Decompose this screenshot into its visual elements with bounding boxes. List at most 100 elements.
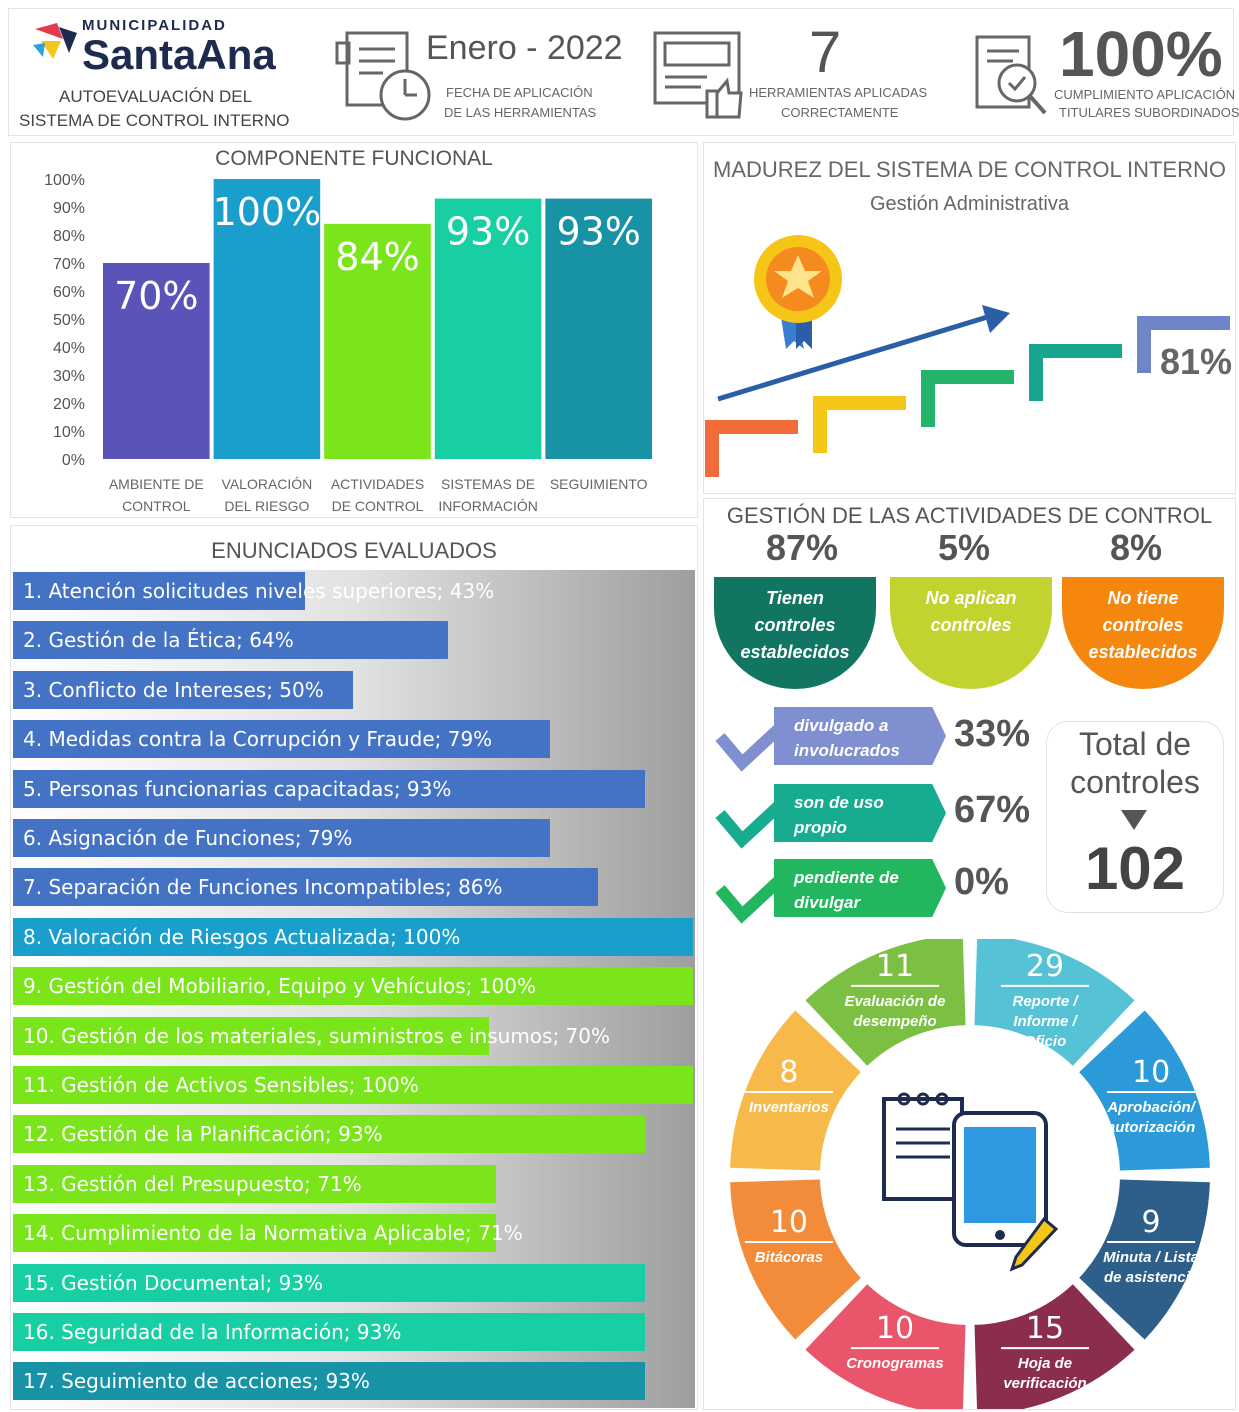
check-item-2: son de uso propio [714,784,946,849]
x-tick-label: SISTEMAS DE [441,476,535,492]
enunciado-label: 3. Conflicto de Intereses; 50% [23,677,324,702]
donut-category-label: Informe / [1013,1013,1078,1030]
donut-category-label: Inventarios [749,1099,829,1116]
check-text-2: son de uso propio [794,793,884,837]
enunciado-label: 16. Seguridad de la Información; 93% [23,1320,402,1344]
madurez-panel: MADUREZ DEL SISTEMA DE CONTROL INTERNO G… [703,142,1236,494]
x-tick-label: AMBIENTE DE [109,476,204,492]
maturity-step [921,370,1014,427]
total-value: 102 [1084,835,1186,902]
donut-value-label: 11 [876,949,914,984]
down-arrow-icon [1121,810,1147,830]
subtitle-line2: SISTEMA DE CONTROL INTERNO [19,111,290,130]
enunciado-label: 8. Valoración de Riesgos Actualizada; 10… [23,924,461,949]
donut-category-label: de asistencia [1104,1269,1198,1286]
donut-category-label: Cronogramas [846,1355,944,1372]
bar-value-label: 70% [114,274,198,318]
blob-text-3: No tiene controles establecidos [1088,588,1198,662]
calendar-document-icon [335,31,431,121]
total-controles-box: Total de controles 102 [1046,721,1224,913]
enunciado-bar: 2. Gestión de la Ética; 64% [13,621,449,660]
donut-slice [730,1179,861,1340]
madurez-value: 81% [1160,341,1233,382]
donut-slice [805,939,966,1066]
enunciado-label: 6. Asignación de Funciones; 79% [23,826,353,850]
donut-value-label: 10 [770,1205,808,1240]
enunciado-bar: 11. Gestión de Activos Sensibles; 100% [13,1066,693,1104]
total-label1: Total de [1078,726,1192,762]
bar [103,263,210,459]
bar-value-label: 93% [556,210,640,254]
check-item-3: pendiente de divulgar [714,859,946,924]
y-tick-label: 60% [53,284,85,301]
enunciado-label: 15. Gestión Documental; 93% [23,1270,324,1295]
x-tick-label: SEGUIMIENTO [550,476,648,492]
enunciado-bar: 16. Seguridad de la Información; 93% [13,1313,646,1351]
y-tick-label: 0% [62,452,85,469]
thumbs-up-document-icon [653,31,743,119]
enunciado-bar: 6. Asignación de Funciones; 79% [13,819,551,857]
enunciados-panel: ENUNCIADOS EVALUADOS 1. Atención solicit… [10,525,698,1410]
enunciado-bar: 14. Cumplimiento de la Normativa Aplicab… [13,1214,523,1253]
donut-category-label: Bitácoras [755,1249,823,1266]
maturity-step [705,420,798,477]
check-pct-3: 0% [954,861,1009,903]
subtitle-line1: AUTOEVALUACIÓN DEL [59,87,253,106]
donut-category-label: Hoja de [1018,1355,1072,1372]
donut-slice [805,1284,966,1409]
donut-value-label: 15 [1026,1311,1064,1346]
santa-ana-logo-icon [33,23,77,59]
header-panel: MUNICIPALIDAD SantaAna AUTOEVALUACIÓN DE… [8,8,1239,136]
tools-caption1: HERRAMIENTAS APLICADAS [749,85,928,100]
enunciado-bar: 9. Gestión del Mobiliario, Equipo y Vehí… [13,967,693,1006]
blob-pct-3: 8% [1110,527,1163,568]
enunciado-label: 11. Gestión de Activos Sensibles; 100% [23,1073,419,1097]
org-small: MUNICIPALIDAD [82,17,227,34]
enunciado-bar: 15. Gestión Documental; 93% [13,1263,646,1302]
blob-not-established: No tiene controles establecidos [1062,577,1224,689]
tools-caption2: CORRECTAMENTE [781,105,899,120]
y-tick-label: 50% [53,312,85,329]
check-text-3: pendiente de divulgar [794,868,899,912]
y-tick-label: 70% [53,256,85,273]
bar [324,223,431,459]
check-pct-1: 33% [954,713,1031,755]
bar [545,198,652,459]
y-tick-label: 30% [53,368,85,385]
donut-value-label: 29 [1026,949,1064,984]
bar [434,198,542,459]
enunciado-bar: 8. Valoración de Riesgos Actualizada; 10… [13,917,693,956]
maturity-step [1137,316,1230,373]
enunciado-bar: 3. Conflicto de Intereses; 50% [13,670,353,709]
y-tick-label: 40% [53,340,85,357]
donut-category-label: Minuta / Lista [1103,1249,1199,1266]
enunciado-bar: 7. Separación de Funciones Incompatibles… [13,868,598,907]
enunciado-bar: 10. Gestión de los materiales, suministr… [13,1016,610,1055]
donut-slice [974,939,1135,1066]
bar [213,179,321,459]
maturity-step [813,396,906,453]
enunciado-label: 17. Seguimiento de acciones; 93% [23,1369,370,1394]
enunciado-label: 5. Personas funcionarias capacitadas; 93… [23,776,452,801]
donut-category-label: Aprobación/ [1106,1099,1196,1116]
enunciado-bar: 12. Gestión de la Planificación; 93% [13,1115,646,1154]
enunciado-bar: 17. Seguimiento de acciones; 93% [13,1362,646,1401]
donut-category-label: verificación [1003,1375,1086,1392]
inspection-document-icon [975,35,1047,115]
madurez-title: MADUREZ DEL SISTEMA DE CONTROL INTERNO [713,157,1226,182]
enunciado-bar: 1. Atención solicitudes niveles superior… [13,572,494,610]
enunciado-label: 13. Gestión del Presupuesto; 71% [23,1171,362,1196]
check-icon [715,859,803,924]
componente-funcional-title: COMPONENTE FUNCIONAL [215,147,493,170]
total-label2: controles [1070,764,1200,800]
y-tick-label: 80% [53,228,85,245]
enunciado-label: 7. Separación de Funciones Incompatibles… [23,875,503,900]
y-tick-label: 100% [44,172,85,189]
maturity-step [1029,344,1122,401]
enunciado-label: 9. Gestión del Mobiliario, Equipo y Vehí… [23,974,536,999]
x-tick-label: ACTIVIDADES [331,476,424,492]
check-pct-2: 67% [954,789,1031,831]
componente-funcional-panel: COMPONENTE FUNCIONAL 0%10%20%30%40%50%60… [10,142,698,518]
y-tick-label: 90% [53,200,85,217]
